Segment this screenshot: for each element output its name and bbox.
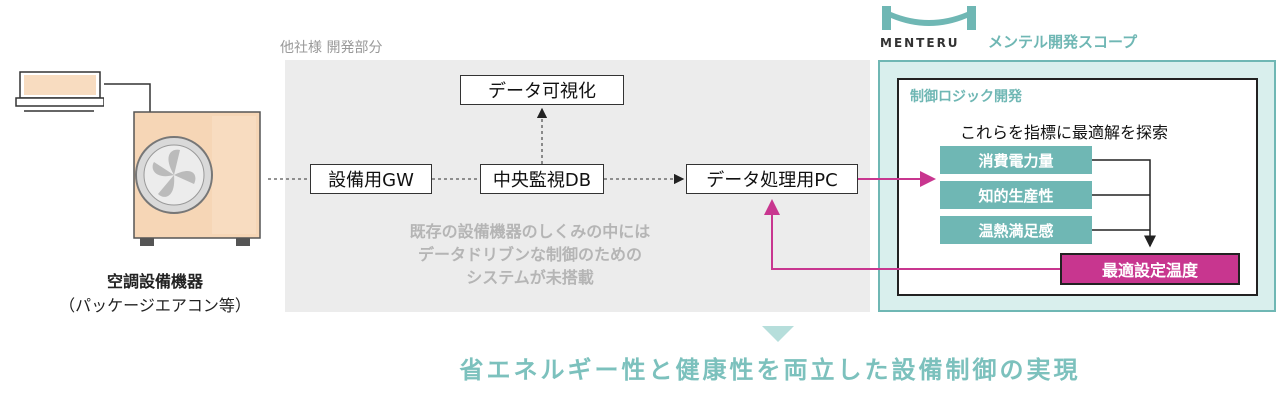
note-line-3: システムが未搭載: [466, 268, 594, 287]
indicator-power: 消費電力量: [940, 146, 1092, 174]
node-central-db: 中央監視DB: [480, 164, 604, 194]
note-line-1: 既存の設備機器のしくみの中には: [409, 222, 651, 241]
node-gateway: 設備用GW: [310, 164, 432, 194]
feedback-arrow: [764, 199, 1060, 270]
indicator-productivity: 知的生産性: [940, 181, 1092, 209]
menteru-scope-label: メンテル開発スコープ: [988, 33, 1138, 51]
menteru-logo-icon: [880, 4, 978, 34]
result-box: 最適設定温度: [1060, 253, 1240, 285]
conclusion-text: 省エネルギー性と健康性を両立した設備制御の実現: [459, 356, 1081, 384]
equipment-subtitle: （パッケージエアコン等）: [59, 296, 251, 315]
other-company-note: 既存の設備機器のしくみの中には データドリブンな制御のための システムが未搭載: [380, 220, 680, 289]
equipment-title: 空調設備機器: [106, 272, 203, 291]
unit-connection-line: [104, 83, 151, 112]
logic-title: 制御ロジック開発: [910, 89, 1022, 105]
note-line-2: データドリブンな制御のための: [417, 245, 642, 264]
ceiling-unit-icon: [14, 70, 105, 118]
outdoor-unit-icon: [132, 110, 262, 248]
node-processing-pc: データ処理用PC: [686, 164, 858, 194]
node-visualization: データ可視化: [460, 75, 624, 105]
indicators-merge-line: [1092, 159, 1156, 248]
other-company-label: 他社様 開発部分: [280, 40, 383, 56]
menteru-logo-text: MENTERU: [880, 36, 960, 50]
search-text: これらを指標に最適解を探索: [960, 123, 1169, 142]
indicator-thermal: 温熱満足感: [940, 216, 1092, 244]
down-triangle-icon: [762, 326, 794, 342]
